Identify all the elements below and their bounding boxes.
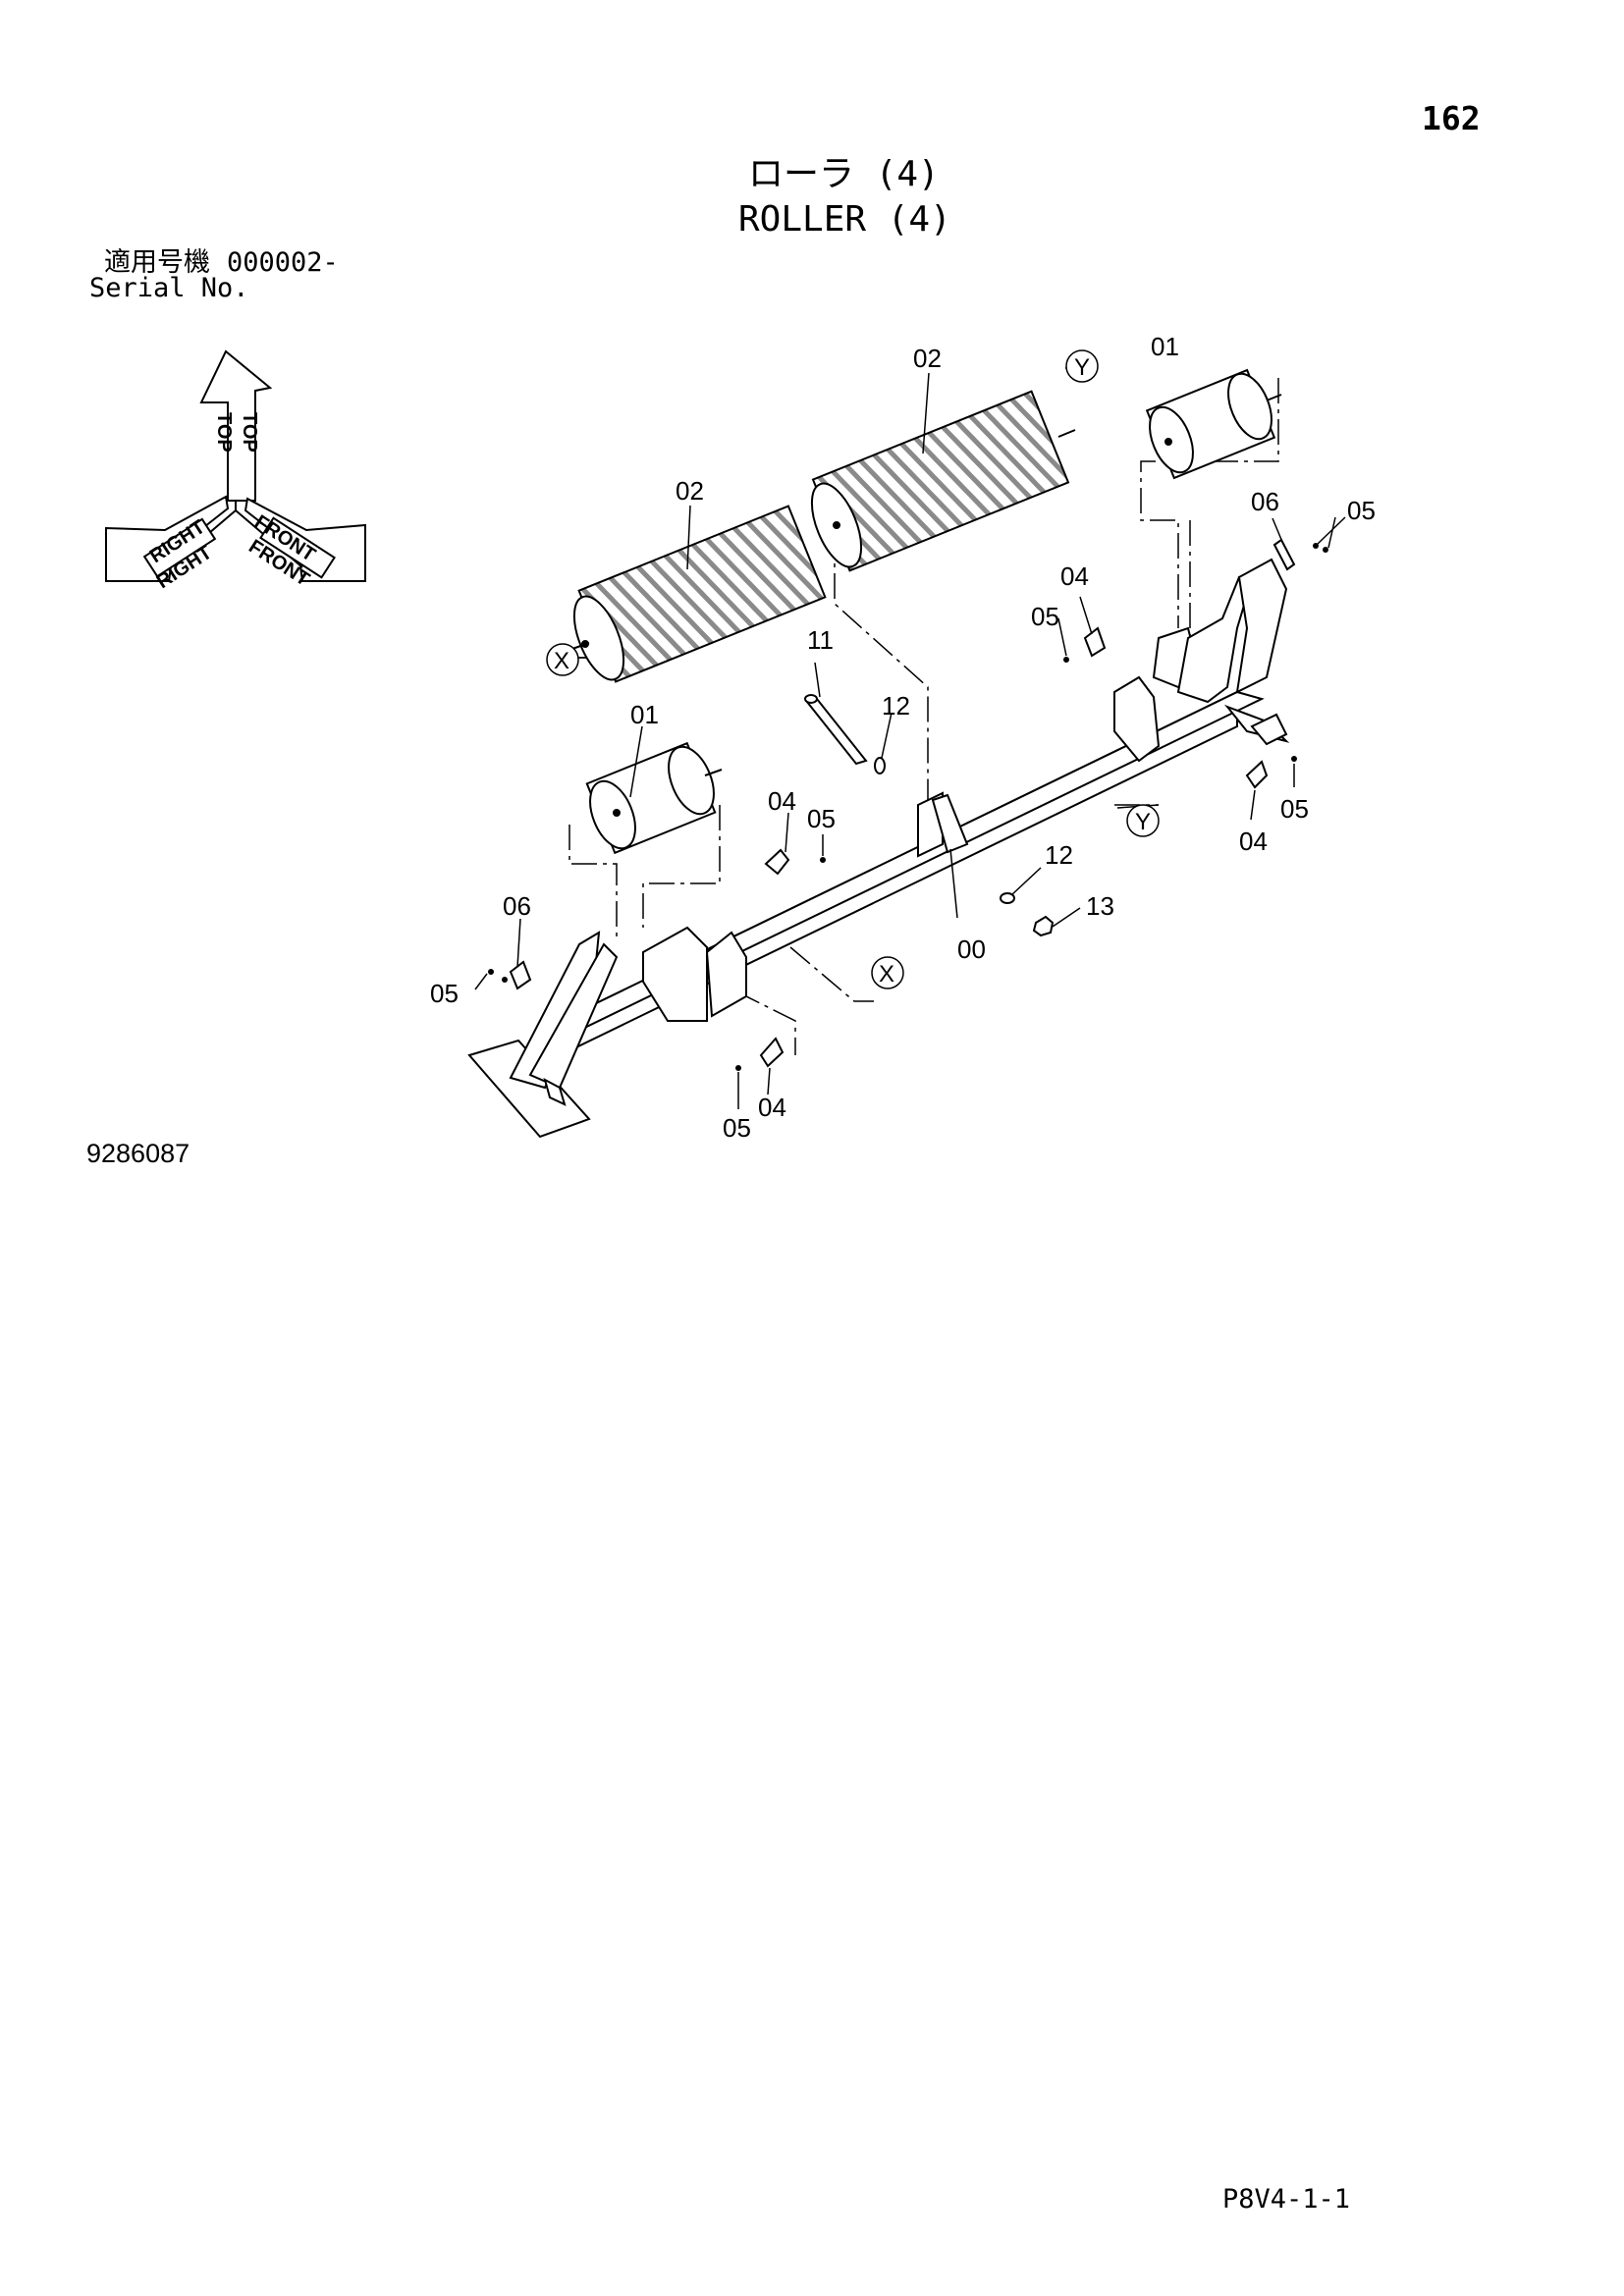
right-side-bracket	[1176, 575, 1254, 704]
page-code: P8V4-1-1	[1222, 2184, 1351, 2215]
connection-x-upper	[546, 643, 579, 676]
plate-04-group	[759, 626, 1269, 1068]
connection-y-upper	[1065, 349, 1099, 383]
callout-04-a: 04	[768, 786, 796, 816]
roller-01-left	[585, 741, 723, 855]
roller-02-left	[568, 505, 827, 683]
callout-04-b: 04	[758, 1093, 786, 1122]
callout-12-upper: 12	[882, 691, 910, 721]
nut-13	[1032, 915, 1055, 937]
left-base-plate	[467, 1039, 591, 1139]
callout-06-left: 06	[503, 891, 531, 921]
callout-13: 13	[1086, 891, 1114, 921]
orientation-indicator	[105, 349, 366, 582]
screw-05-d	[735, 1065, 741, 1071]
plate-04-b	[759, 1037, 785, 1068]
screw-05-b	[488, 969, 494, 975]
callout-01-right: 01	[1151, 332, 1179, 361]
callout-04-c: 04	[1060, 561, 1089, 591]
title-japanese: ローラ (4)	[748, 154, 940, 194]
screw-05-group	[488, 543, 1328, 1071]
screw-05-a	[820, 857, 826, 863]
plate-04-a	[764, 848, 790, 876]
connection-y-lower-label: Y	[1135, 809, 1151, 835]
screw-05-c	[502, 977, 508, 983]
callout-05-f: 05	[1280, 794, 1309, 824]
plate-04-c	[1083, 626, 1107, 658]
connection-x-upper-label: X	[554, 648, 569, 674]
callout-06-right: 06	[1251, 487, 1279, 516]
washer-12-upper	[874, 757, 886, 774]
plate-04-d	[1245, 760, 1269, 789]
roller-01-right	[1145, 368, 1282, 480]
screw-05-g	[1323, 547, 1328, 553]
callout-05-e: 05	[1347, 496, 1376, 525]
title-english: ROLLER (4)	[738, 199, 951, 240]
drawing-number: 9286087	[86, 1139, 190, 1168]
connection-y-lower	[1126, 804, 1160, 837]
callout-11: 11	[807, 625, 834, 655]
callout-02-left: 02	[676, 476, 704, 506]
connection-y-upper-label: Y	[1074, 354, 1090, 381]
callout-05-a: 05	[807, 804, 836, 833]
connection-x-lower	[871, 956, 904, 989]
bolt-06-group	[509, 538, 1296, 990]
arrow-up-icon	[199, 349, 273, 502]
callout-02-right: 02	[913, 344, 942, 373]
callout-12-lower: 12	[1045, 840, 1073, 870]
callout-04-d: 04	[1239, 827, 1268, 856]
callout-05-b: 05	[430, 979, 459, 1008]
screw-05-e	[1063, 657, 1069, 663]
screw-05-f	[1313, 543, 1319, 549]
left-inner-bracket	[642, 926, 708, 1022]
callout-05-d: 05	[1031, 602, 1059, 631]
orientation-top-label: TOP	[213, 412, 235, 453]
washer-12-lower	[1000, 892, 1015, 904]
serial-label-english: Serial No.	[89, 273, 249, 303]
callout-01-left: 01	[630, 700, 659, 729]
bolt-06-b	[1272, 538, 1296, 571]
bolt-11	[804, 694, 868, 766]
roller-02-right	[810, 390, 1076, 572]
orientation-top-label-2: TOP	[239, 412, 260, 453]
screw-05-h	[1291, 756, 1297, 762]
frame-part-00	[467, 558, 1290, 1139]
callout-05-c: 05	[723, 1113, 751, 1143]
callout-00: 00	[957, 934, 986, 964]
connection-x-lower-label: X	[879, 961, 894, 988]
serial-number-value: 000002-	[227, 247, 339, 278]
bolt-06-a	[509, 960, 532, 990]
connection-markers	[546, 349, 1160, 989]
right-inner-bracket	[1113, 675, 1161, 763]
serial-label-japanese: 適用号機	[104, 247, 210, 278]
page-number: 162	[1422, 99, 1481, 137]
